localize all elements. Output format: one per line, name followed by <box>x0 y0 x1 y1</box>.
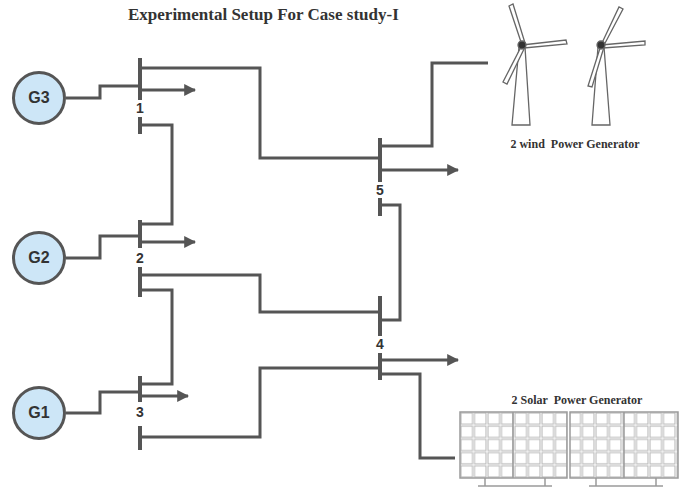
bus-number: 2 <box>132 251 148 265</box>
load-arrow <box>142 395 188 398</box>
transmission-line <box>66 392 138 413</box>
generator-outline <box>14 388 65 439</box>
bus-bar-segment <box>138 220 142 248</box>
bus-number: 5 <box>372 183 388 197</box>
generator-label: G2 <box>28 249 49 267</box>
generator-circle: G2 <box>12 231 66 285</box>
solar-panels <box>460 412 678 486</box>
bus-bar: 2 <box>138 220 142 297</box>
bus-bar-segment <box>378 296 382 336</box>
wind-turbines <box>503 4 645 125</box>
transmission-line <box>142 290 172 384</box>
generator-illustration: 2 wind Power Generator <box>488 4 662 154</box>
turbine-blade <box>588 45 604 87</box>
generator-circle: G3 <box>12 71 66 125</box>
generator-circle: G1 <box>12 386 66 440</box>
generator-label: G1 <box>28 404 49 422</box>
bus-bar-segment <box>138 426 142 450</box>
diagram-title: Experimental Setup For Case study-I <box>128 5 399 25</box>
turbine-blade <box>601 41 645 48</box>
bus-bar-segment <box>138 58 142 100</box>
generator-outline <box>14 233 65 284</box>
generator-caption: 2 wind Power Generator <box>488 137 662 152</box>
generator-label: G3 <box>28 89 49 107</box>
transmission-line <box>142 68 378 158</box>
transmission-line <box>382 63 488 146</box>
transmission-line <box>142 368 378 437</box>
bus-bar: 1 <box>138 58 142 134</box>
solar-panel <box>570 412 678 478</box>
transmission-line <box>382 374 455 458</box>
bus-bar: 4 <box>378 296 382 380</box>
turbine-hub <box>597 41 605 49</box>
load-arrow <box>142 241 195 244</box>
solar-panel <box>460 412 567 478</box>
panel-divider <box>512 412 514 478</box>
turbine-blade <box>503 45 525 84</box>
load-arrow <box>382 359 458 362</box>
bus-bar-segment <box>378 198 382 216</box>
load-arrow <box>382 169 458 172</box>
panel-divider <box>623 412 625 478</box>
transmission-line <box>142 125 172 224</box>
bus-bar-segment <box>138 117 142 134</box>
bus-number: 3 <box>132 405 148 419</box>
turbine-blade <box>522 40 567 48</box>
transmission-line <box>66 236 138 258</box>
transmission-line <box>66 86 138 98</box>
turbine-blade <box>509 4 525 45</box>
bus-number: 4 <box>372 337 388 351</box>
turbine-hub <box>518 41 526 49</box>
generator-outline <box>14 73 65 124</box>
bus-bar-segment <box>138 376 142 402</box>
transmission-line <box>382 205 400 320</box>
bus-bar-segment <box>378 138 382 182</box>
panel-stand <box>478 478 663 486</box>
bus-bar-segment <box>138 267 142 297</box>
generator-caption: 2 Solar Power Generator <box>471 393 683 408</box>
bus-bar: 3 <box>138 376 142 450</box>
bus-number: 1 <box>132 101 148 115</box>
bus-bar: 5 <box>378 138 382 216</box>
turbine-blade <box>601 7 623 47</box>
generator-illustration: 2 Solar Power Generator <box>455 390 683 486</box>
load-arrows <box>142 90 458 396</box>
transmission-line <box>142 275 378 312</box>
load-arrow <box>142 89 195 92</box>
bus-bar-segment <box>378 353 382 380</box>
